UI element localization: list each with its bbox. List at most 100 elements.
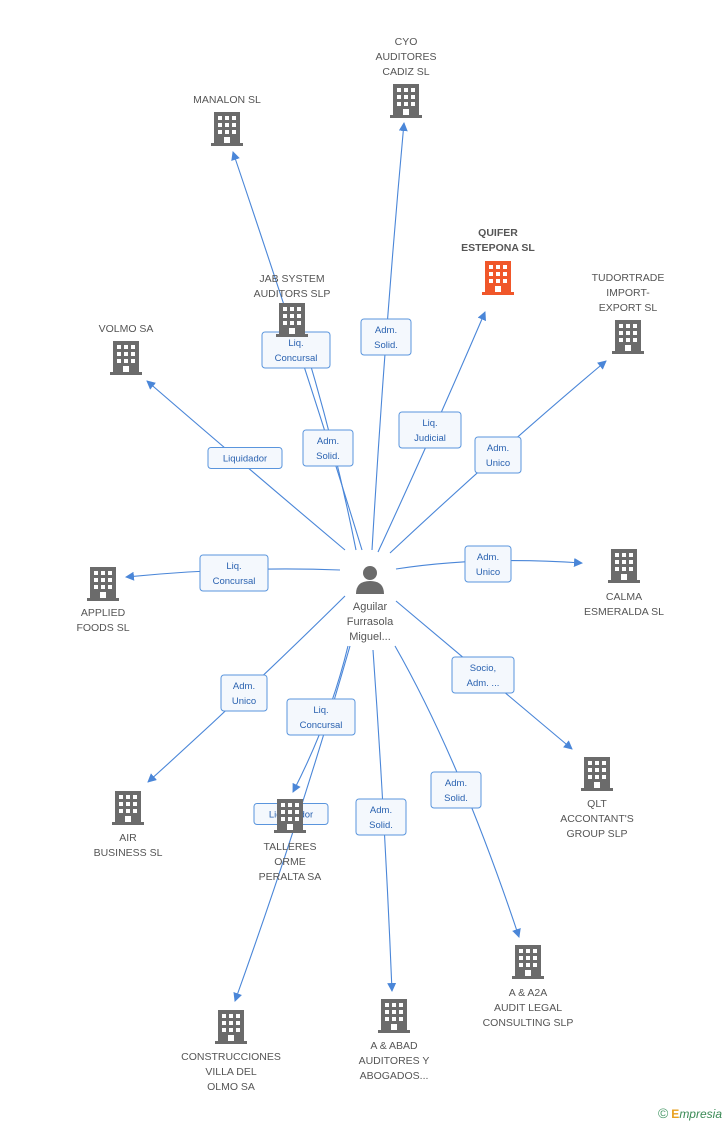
company-name-line: CYO: [395, 36, 418, 48]
company-name-line: IMPORT-: [606, 287, 650, 299]
company-name-line: QUIFER: [478, 227, 518, 239]
company-name-line: TUDORTRADE: [592, 272, 665, 284]
role-text: Adm.: [370, 805, 392, 816]
person-name-line: Aguilar: [353, 601, 388, 613]
role-box: [207, 447, 283, 469]
role-text: Adm.: [487, 443, 509, 454]
role-label-volmo[interactable]: Liquidador: [207, 447, 283, 469]
role-text: Liq.: [288, 338, 303, 349]
company-name-line: GROUP SLP: [566, 828, 627, 840]
company-name-line: PERALTA SA: [259, 871, 322, 883]
company-node-manalon[interactable]: MANALON SL: [193, 94, 261, 146]
company-name-line: EXPORT SL: [599, 302, 658, 314]
company-name-line: AIR: [119, 832, 137, 844]
company-name-line: QLT: [587, 798, 607, 810]
building-icon: [87, 567, 119, 601]
building-icon: [482, 261, 514, 295]
company-name-line: OLMO SA: [207, 1081, 255, 1093]
building-icon: [276, 303, 308, 337]
role-label-tudortrade[interactable]: Adm. Unico: [474, 436, 522, 474]
role-box: [302, 429, 354, 467]
person-node[interactable]: AguilarFurrasolaMiguel...: [347, 566, 394, 643]
role-text: Liq.: [422, 418, 437, 429]
company-node-qlt[interactable]: QLT ACCONTANT'S GROUP SLP: [560, 757, 634, 840]
building-icon: [274, 799, 306, 833]
role-label-abad[interactable]: Adm. Solid.: [355, 798, 407, 836]
company-name-line: VOLMO SA: [99, 323, 154, 335]
role-label-calma[interactable]: Adm.Unico: [464, 545, 512, 583]
company-node-jab[interactable]: JAB SYSTEM AUDITORS SLP: [254, 273, 331, 337]
building-icon: [612, 320, 644, 354]
role-label-a2a[interactable]: Adm. Solid.: [430, 771, 482, 809]
company-node-volmo[interactable]: VOLMO SA: [99, 323, 154, 375]
person-name-line: Furrasola: [347, 616, 394, 628]
company-name-line: ACCONTANT'S: [560, 813, 634, 825]
company-node-cyo[interactable]: CYO AUDITORES CADIZ SL: [375, 36, 437, 118]
company-name-line: ORME: [274, 856, 306, 868]
role-box: [286, 698, 356, 736]
person-icon: [356, 566, 384, 594]
company-name-line: A & A2A: [509, 987, 548, 999]
copyright-symbol: ©: [657, 1105, 669, 1121]
company-name-line: AUDIT LEGAL: [494, 1002, 562, 1014]
company-name-line: VILLA DEL: [205, 1066, 257, 1078]
role-text: Liq.: [226, 561, 241, 572]
role-text: Liq.: [313, 705, 328, 716]
building-icon: [608, 549, 640, 583]
role-text: Adm.: [477, 552, 499, 563]
brand-name: mpresia: [679, 1107, 722, 1121]
role-label-applied[interactable]: Liq. Concursal: [199, 554, 269, 592]
role-text: Socio,: [470, 663, 496, 674]
role-box: [360, 318, 412, 356]
role-label-air[interactable]: Adm.Unico: [220, 674, 268, 712]
role-label-quifer[interactable]: Liq.Judicial: [398, 411, 462, 449]
company-name-line: ESMERALDA SL: [584, 606, 664, 618]
company-name-line: TALLERES: [264, 841, 317, 853]
role-box: [451, 656, 515, 694]
role-text: Concursal: [300, 720, 343, 731]
building-icon: [378, 999, 410, 1033]
building-icon: [211, 112, 243, 146]
company-name-line: AUDITORS SLP: [254, 288, 331, 300]
company-node-tudortrade[interactable]: TUDORTRADE IMPORT- EXPORT SL: [592, 272, 665, 354]
role-text: Liquidador: [223, 454, 267, 465]
brand-initial: E: [671, 1107, 680, 1121]
brand-footer: ©Empresia: [658, 1105, 722, 1121]
role-text: Concursal: [213, 576, 256, 587]
company-name-line: FOODS SL: [76, 622, 129, 634]
role-text: Unico: [486, 458, 510, 469]
company-name-line: A & ABAD: [370, 1040, 418, 1052]
company-name-line: CONSULTING SLP: [483, 1017, 574, 1029]
role-text: Concursal: [275, 353, 318, 364]
company-name-line: AUDITORES: [375, 51, 436, 63]
role-text: Solid.: [369, 820, 393, 831]
company-node-talleres[interactable]: TALLERES ORME PERALTA SA: [259, 799, 322, 883]
role-box: [355, 798, 407, 836]
role-label-manalon[interactable]: Adm.Solid.: [302, 429, 354, 467]
role-box: [430, 771, 482, 809]
building-icon: [390, 84, 422, 118]
company-name-line: ABOGADOS...: [360, 1070, 429, 1082]
company-name-line: JAB SYSTEM: [259, 273, 324, 285]
role-text: Adm.: [233, 681, 255, 692]
role-label-jab[interactable]: Liq. Concursal: [261, 331, 331, 369]
role-box: [220, 674, 268, 712]
role-box: [474, 436, 522, 474]
role-label-qlt[interactable]: Socio, Adm. ...: [451, 656, 515, 694]
building-icon: [112, 791, 144, 825]
role-box: [398, 411, 462, 449]
role-label-talleres[interactable]: Liq. Concursal: [286, 698, 356, 736]
company-node-a2a[interactable]: A & A2A AUDIT LEGAL CONSULTING SLP: [483, 945, 574, 1029]
role-text: Adm.: [445, 778, 467, 789]
company-name-line: CADIZ SL: [382, 66, 429, 78]
role-label-cyo[interactable]: Adm.Solid.: [360, 318, 412, 356]
role-text: Adm. ...: [467, 678, 500, 689]
role-text: Solid.: [444, 793, 468, 804]
